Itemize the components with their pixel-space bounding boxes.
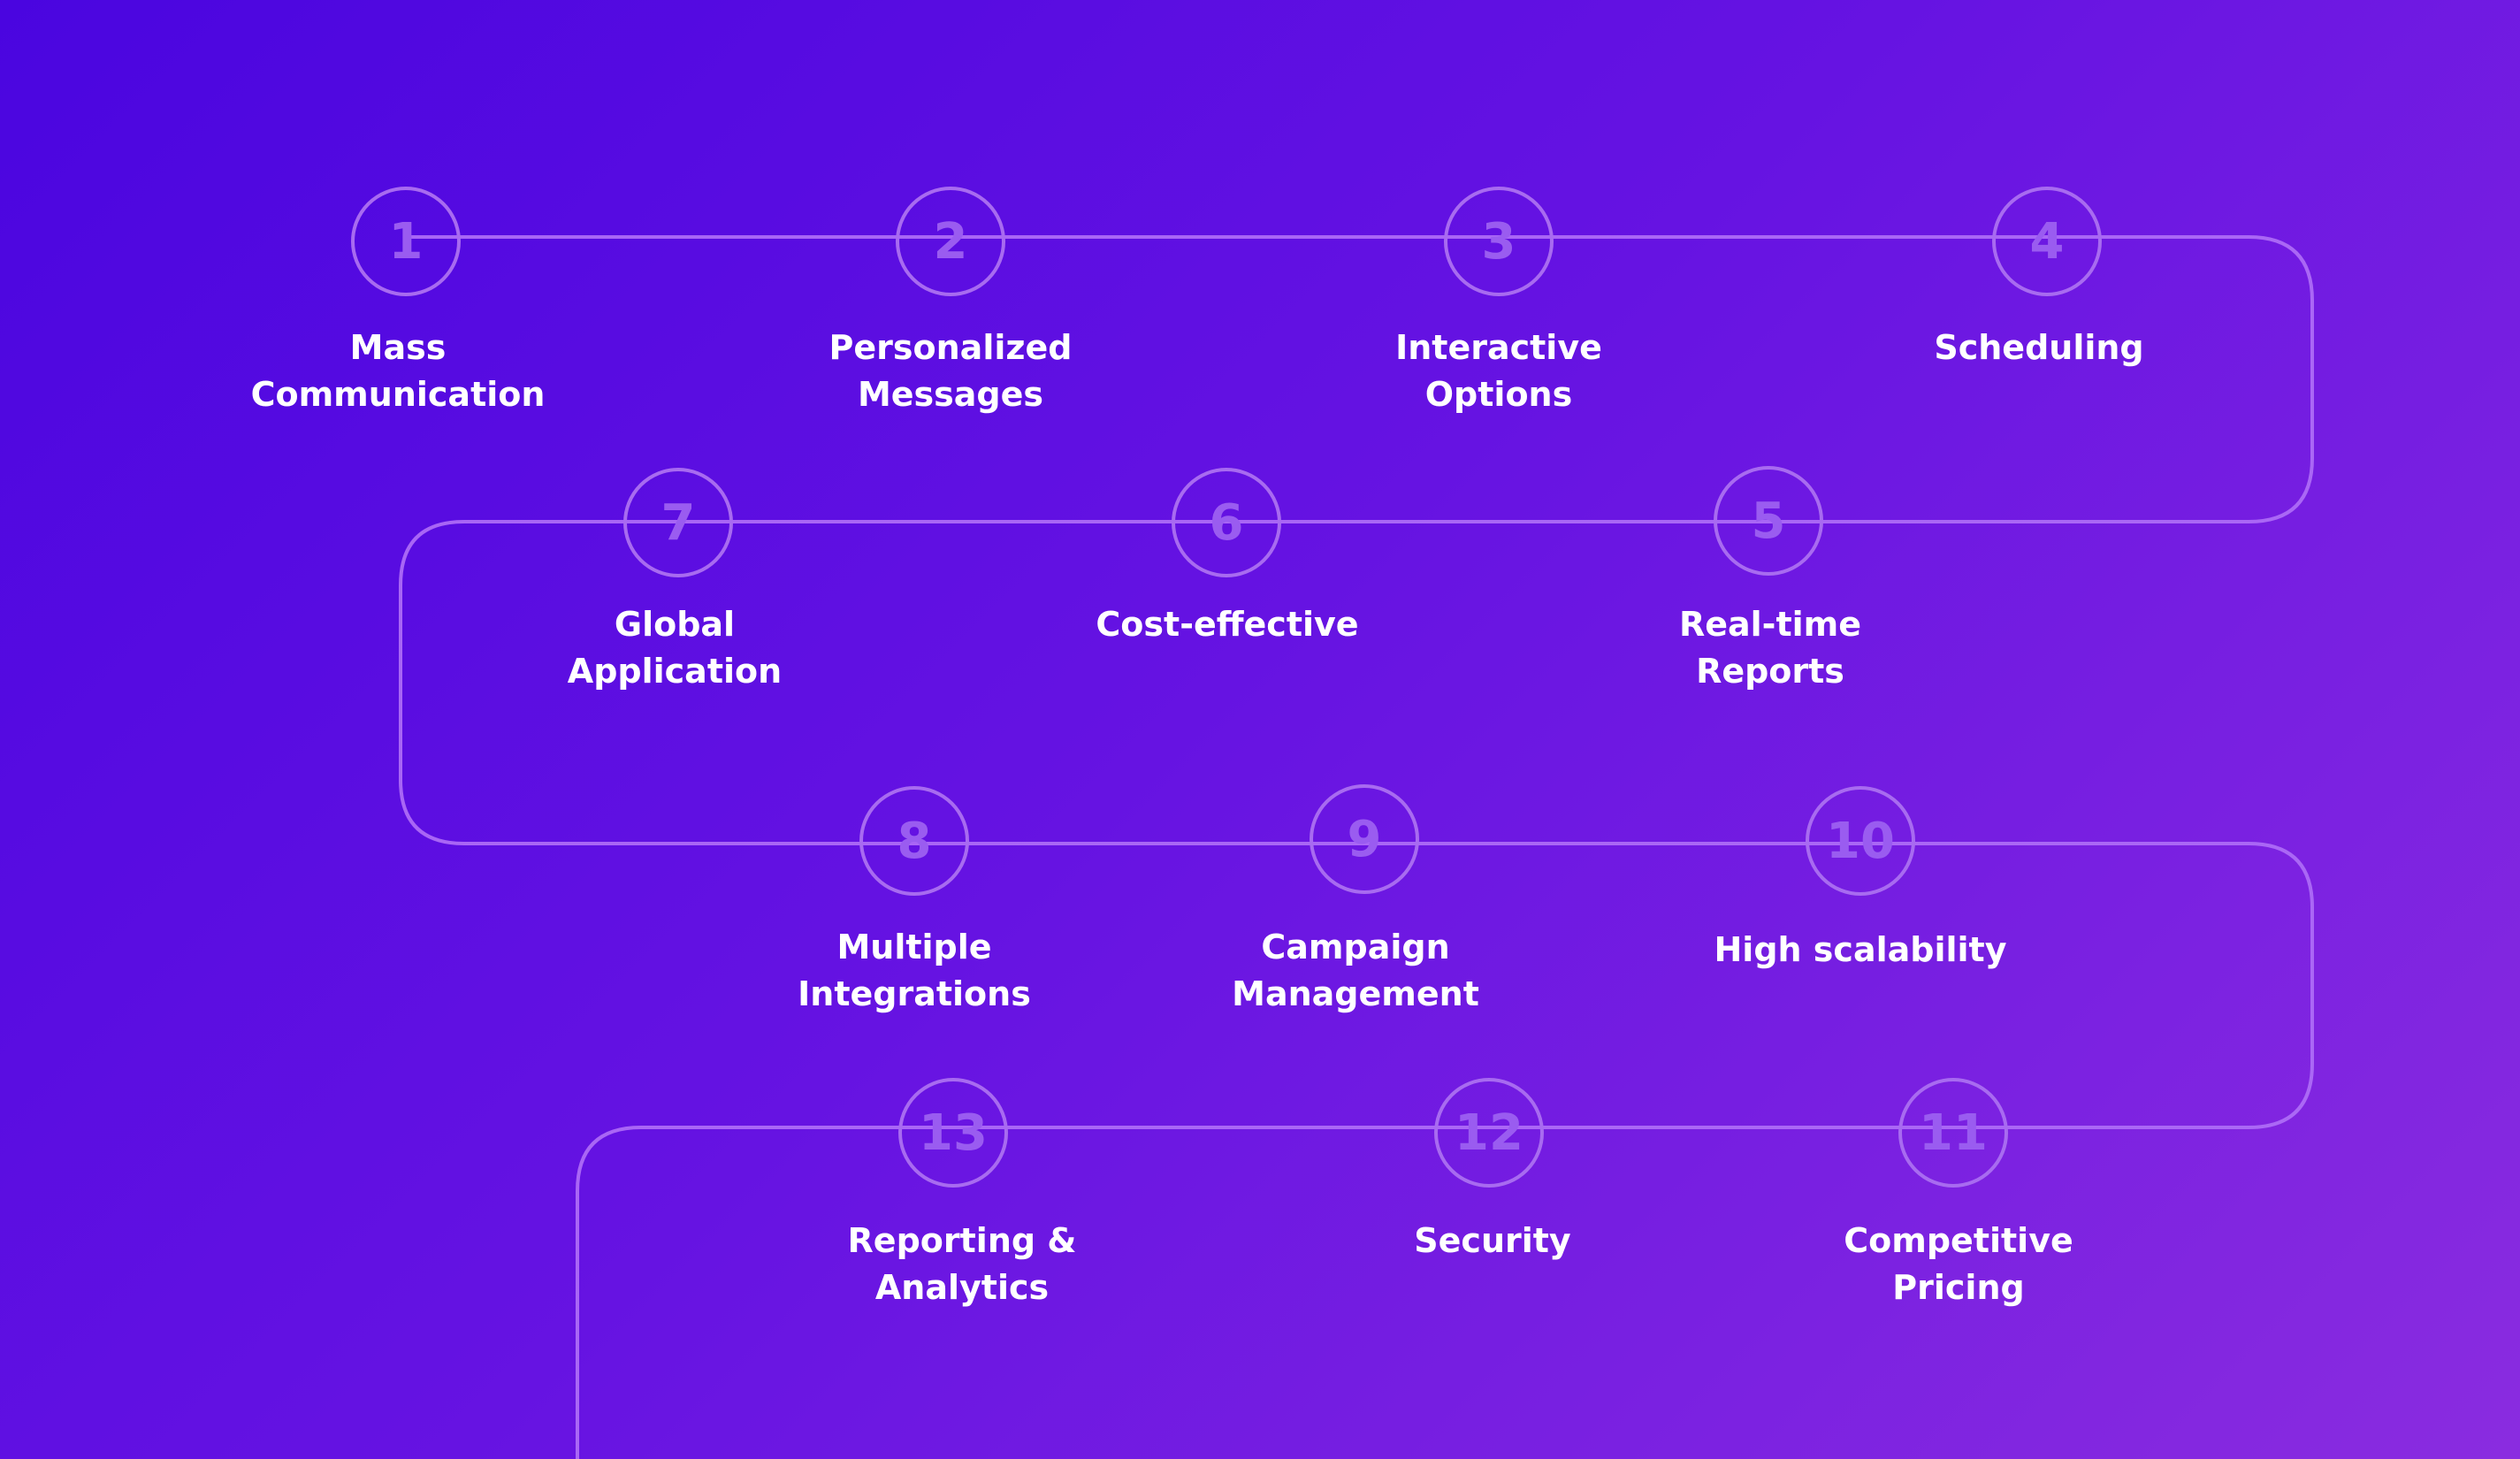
- step-5-circle: 5: [1714, 466, 1823, 576]
- step-11-number: 11: [1919, 1104, 1988, 1162]
- step-11-circle: 11: [1898, 1078, 2008, 1188]
- step-8-circle: 8: [859, 786, 969, 896]
- step-1-number: 1: [388, 212, 424, 271]
- step-5-number: 5: [1751, 492, 1786, 550]
- step-6-label: Cost-effective: [1096, 605, 1359, 644]
- step-11-label: Competitive Pricing: [1844, 1221, 2073, 1307]
- step-6-circle: 6: [1172, 468, 1281, 577]
- step-6-number: 6: [1209, 493, 1244, 552]
- step-12-circle: 12: [1434, 1078, 1544, 1188]
- step-10-circle: 10: [1806, 786, 1915, 896]
- step-12-label: Security: [1414, 1221, 1571, 1260]
- step-4-label: Scheduling: [1934, 328, 2144, 367]
- step-10-number: 10: [1826, 812, 1895, 870]
- step-13-circle: 13: [898, 1078, 1008, 1188]
- step-5-label: Real-time Reports: [1678, 605, 1862, 691]
- step-2-label: Personalized Messages: [829, 328, 1073, 414]
- step-12-number: 12: [1455, 1104, 1523, 1162]
- step-4-number: 4: [2029, 212, 2065, 271]
- step-3-label: Interactive Options: [1395, 328, 1602, 414]
- step-4-circle: 4: [1992, 187, 2102, 296]
- step-1-circle: 1: [351, 187, 461, 296]
- step-10-label: High scalability: [1714, 930, 2007, 969]
- step-3-circle: 3: [1444, 187, 1554, 296]
- step-13-number: 13: [919, 1104, 988, 1162]
- step-1-label: Mass Communication: [250, 328, 546, 414]
- row-1-connector-line: [399, 235, 2314, 1459]
- step-3-number: 3: [1481, 212, 1516, 271]
- step-7-number: 7: [661, 493, 696, 552]
- step-7-label: Global Application: [567, 605, 783, 691]
- step-7-circle: 7: [623, 468, 733, 577]
- step-13-label: Reporting & Analytics: [847, 1221, 1077, 1307]
- step-8-number: 8: [897, 812, 932, 870]
- step-2-number: 2: [933, 212, 968, 271]
- step-8-label: Multiple Integrations: [798, 928, 1031, 1013]
- step-9-label: Campaign Management: [1232, 928, 1479, 1013]
- step-9-number: 9: [1347, 810, 1382, 868]
- step-9-circle: 9: [1310, 784, 1419, 894]
- step-2-circle: 2: [896, 187, 1005, 296]
